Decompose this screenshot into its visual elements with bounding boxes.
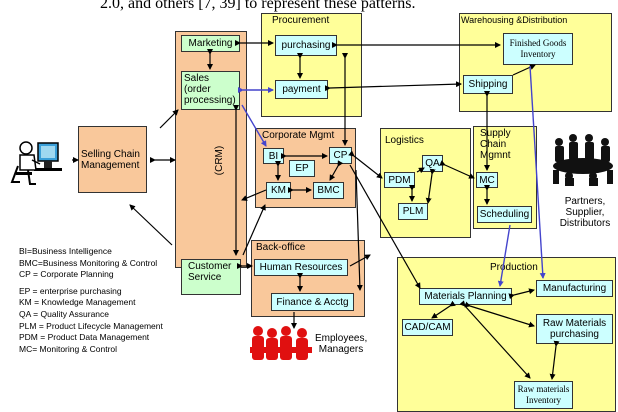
- legend-item: PLM = Product Lifecycle Management: [19, 320, 163, 331]
- corporate-mgmt-label: Corporate Mgmt: [262, 130, 335, 141]
- arrow: [349, 164, 421, 289]
- raw-materials-purchasing-box[interactable]: Raw Materials purchasing: [536, 314, 613, 344]
- production-label: Production: [490, 262, 538, 273]
- km-box[interactable]: KM: [266, 182, 291, 199]
- plm-box[interactable]: PLM: [398, 203, 428, 220]
- shipping-label: Shipping: [468, 79, 508, 90]
- employees-label: Employees, Managers: [315, 333, 368, 355]
- back-office-label: Back-office: [256, 242, 306, 253]
- cad-cam-label: CAD/CAM: [404, 322, 451, 333]
- arrow: [459, 300, 531, 379]
- partners-label: Partners, Supplier, Distributors: [559, 196, 611, 229]
- arrow: [241, 189, 267, 201]
- finance-box[interactable]: Finance & Acctg: [271, 293, 354, 311]
- finished-goods-label: Finished Goods Inventory: [509, 38, 567, 59]
- marketing-label: Marketing: [188, 38, 233, 49]
- legend-item: BMC=Business Monitoring & Control: [19, 257, 158, 268]
- logistics-label: Logistics: [385, 135, 424, 146]
- manufacturing-box[interactable]: Manufacturing: [536, 280, 613, 297]
- arrow: [129, 204, 173, 246]
- legend-item: KM = Knowledge Management: [19, 297, 136, 308]
- km-label: KM: [271, 185, 286, 196]
- purchasing-label: purchasing: [281, 40, 331, 51]
- ep-label: EP: [295, 163, 309, 174]
- bmc-label: BMC: [317, 185, 340, 196]
- scheduling-box[interactable]: Scheduling: [477, 206, 532, 223]
- scheduling-label: Scheduling: [479, 209, 530, 220]
- arrow: [329, 160, 344, 181]
- arrow: [508, 288, 535, 300]
- arrow: [431, 300, 456, 319]
- pdm-label: PDM: [388, 174, 411, 186]
- arrow: [425, 168, 436, 204]
- procurement-label: Procurement: [272, 15, 330, 26]
- bmc-box[interactable]: BMC: [313, 182, 344, 199]
- warehousing-label: Warehousing &Distribution: [461, 15, 568, 25]
- plm-label: PLM: [402, 206, 424, 217]
- qa-label: QA: [425, 158, 440, 169]
- arrow: [241, 104, 267, 147]
- arrow: [439, 160, 475, 179]
- arrow: [416, 167, 425, 174]
- raw-materials-inventory-box[interactable]: Raw materials Inventory: [514, 381, 573, 409]
- customer-service-label: Customer Service: [188, 261, 232, 283]
- legend-item: MC= Monitoring & Control: [19, 343, 118, 354]
- pdm-box[interactable]: PDM: [384, 172, 415, 188]
- cad-cam-box[interactable]: CAD/CAM: [402, 319, 453, 336]
- arrow: [324, 81, 462, 92]
- arrow: [497, 224, 511, 287]
- sales-box[interactable]: Sales (order processing): [181, 71, 240, 110]
- payment-label: payment: [282, 84, 321, 95]
- arrow: [529, 65, 546, 279]
- cp-label: CP: [333, 150, 348, 161]
- raw-materials-inventory-label: Raw materials Inventory: [517, 384, 570, 405]
- arrow: [349, 254, 371, 267]
- legend-item: QA = Quality Assurance: [19, 308, 110, 319]
- arrow: [512, 64, 536, 76]
- legend-item: BI=Business Intelligence: [19, 246, 112, 256]
- finished-goods-box[interactable]: Finished Goods Inventory: [503, 33, 573, 65]
- legend-item: CP = Corporate Planning: [19, 269, 114, 280]
- selling-chain-label: Selling Chain Management: [81, 148, 140, 171]
- finance-label: Finance & Acctg: [276, 296, 349, 308]
- arrow: [242, 204, 266, 256]
- supply-chain-label: Supply Chain Mgmnt: [480, 128, 511, 161]
- arrow: [348, 150, 383, 179]
- arrow: [549, 340, 560, 380]
- caption-fragment: 2.0, and others [7, 39] to represent the…: [100, 0, 416, 12]
- meeting-group-icon: [553, 134, 613, 186]
- bi-label: BI: [268, 150, 279, 162]
- customer-service-box[interactable]: Customer Service: [181, 259, 241, 295]
- raw-materials-purchasing-label: Raw Materials purchasing: [542, 318, 607, 340]
- materials-planning-label: Materials Planning: [424, 291, 507, 302]
- mc-label: MC: [479, 174, 495, 186]
- legend: BI=Business Intelligence BMC=Business Mo…: [19, 246, 163, 355]
- sales-label: Sales (order processing): [184, 73, 236, 106]
- ep-box[interactable]: EP: [289, 160, 315, 177]
- manufacturing-label: Manufacturing: [542, 283, 607, 294]
- computer-user-icon: [10, 141, 62, 185]
- human-resources-label: Human Resources: [259, 262, 343, 273]
- employees-group-icon: [250, 326, 312, 360]
- arrow: [159, 109, 179, 129]
- payment-box[interactable]: payment: [275, 80, 328, 99]
- legend-item: PDM = Product Data Management: [19, 332, 150, 343]
- selling-chain-box[interactable]: Selling Chain Management: [78, 126, 147, 193]
- legend-item: EP = enterprise purchasing: [19, 285, 122, 296]
- arrow: [355, 169, 363, 291]
